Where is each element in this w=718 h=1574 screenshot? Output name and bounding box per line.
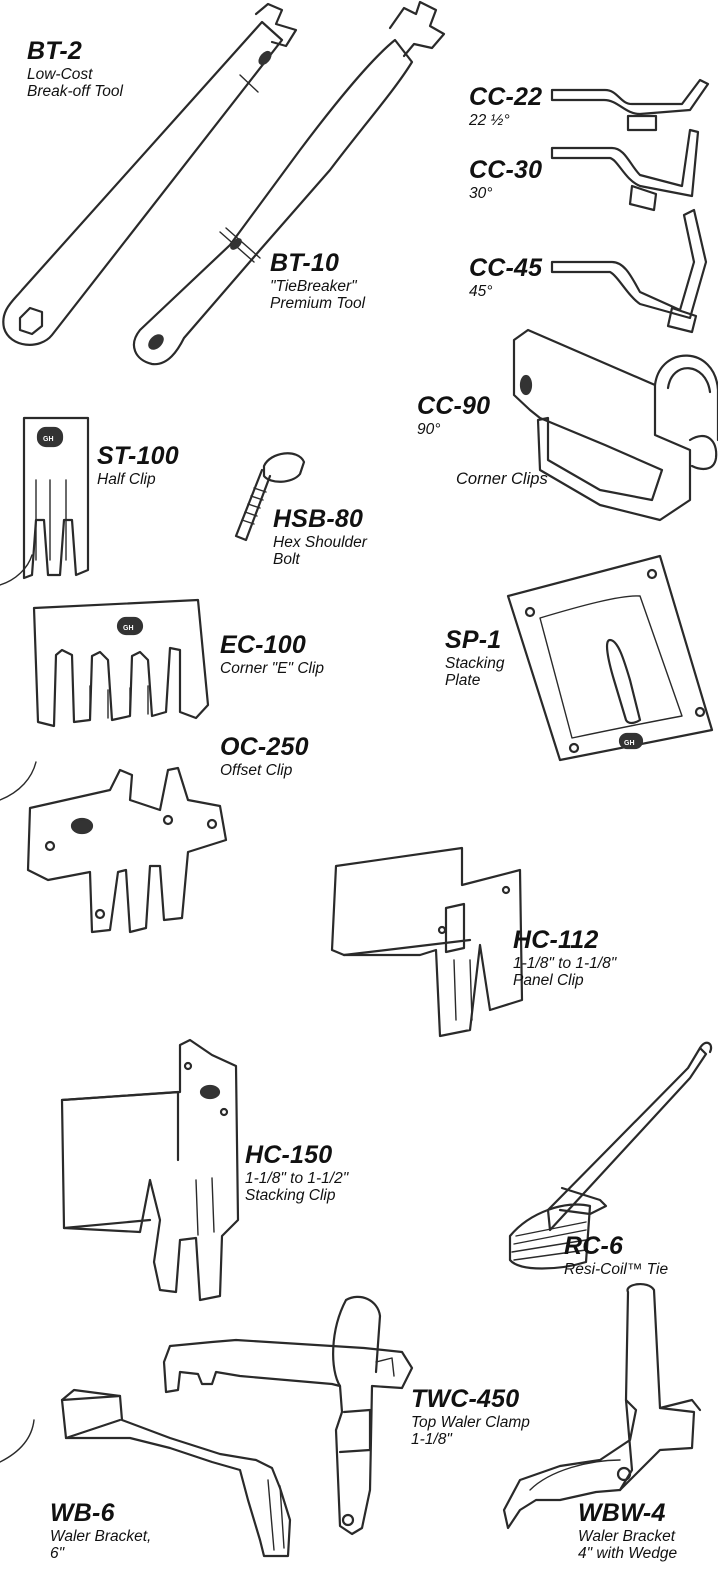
part-desc: 1-1/8" to 1-1/2" [245, 1169, 349, 1187]
part-st-100: ST-100 Half Clip [97, 442, 179, 488]
part-oc-250: OC-250 Offset Clip [220, 733, 309, 779]
binder-hole-marks [0, 554, 37, 1463]
part-cc-22: CC-22 22 ½° [469, 83, 543, 129]
part-code: HSB-80 [273, 505, 364, 533]
part-desc: Stacking Clip [245, 1186, 336, 1204]
part-desc: Resi-Coil™ Tie [564, 1260, 669, 1278]
part-bt-10: BT-10 "TieBreaker" Premium Tool [270, 249, 366, 312]
part-code: RC-6 [564, 1232, 624, 1260]
part-code: OC-250 [220, 733, 309, 761]
part-desc: Top Waler Clamp [411, 1413, 530, 1431]
hex-bolt-icon [234, 452, 306, 542]
part-code: WBW-4 [578, 1499, 666, 1527]
part-desc: 1-1/8" [411, 1430, 452, 1448]
part-code: CC-90 [417, 392, 491, 420]
part-desc: Break-off Tool [27, 82, 123, 100]
part-desc: 90° [417, 420, 441, 438]
part-desc: Offset Clip [220, 761, 293, 779]
part-cc-90: CC-90 90° [417, 392, 491, 438]
part-code: ST-100 [97, 442, 179, 470]
part-code: CC-22 [469, 83, 543, 111]
part-desc: 30° [469, 184, 493, 202]
stacking-plate-icon: GH [506, 554, 714, 762]
part-desc: Low-Cost [27, 65, 93, 83]
svg-text:GH: GH [123, 625, 134, 632]
part-rc-6: RC-6 Resi-Coil™ Tie [564, 1232, 669, 1278]
part-hc-112: HC-112 1-1/8" to 1-1/8" Panel Clip [513, 926, 617, 989]
part-code: CC-45 [469, 254, 543, 282]
part-hsb-80: HSB-80 Hex Shoulder Bolt [273, 505, 367, 568]
part-desc: Plate [445, 671, 481, 689]
corner-clip-icon [512, 328, 718, 522]
part-desc: Half Clip [97, 470, 156, 488]
part-sp-1: SP-1 Stacking Plate [445, 626, 505, 689]
part-cc-45: CC-45 45° [469, 254, 543, 300]
part-code: CC-30 [469, 156, 543, 184]
part-code: WB-6 [50, 1499, 115, 1527]
e-clip-icon: GH [32, 598, 210, 728]
tiebreaker-tool-icon [132, 0, 446, 366]
part-desc: Corner "E" Clip [220, 659, 325, 677]
part-desc: "TieBreaker" [270, 277, 357, 295]
svg-text:GH: GH [624, 740, 635, 747]
group-label: Corner Clips [456, 470, 548, 488]
waler-wedge-bracket-icon [502, 1283, 702, 1530]
part-desc: Panel Clip [513, 971, 584, 989]
part-code: HC-112 [513, 926, 599, 954]
part-code: HC-150 [245, 1141, 333, 1169]
part-desc: Stacking [445, 654, 505, 672]
part-code: BT-10 [270, 249, 340, 277]
half-clip-icon: GH [22, 416, 90, 580]
part-wb-6: WB-6 Waler Bracket, 6" [50, 1499, 152, 1562]
part-desc: 45° [469, 282, 493, 300]
part-desc: 4" with Wedge [578, 1544, 678, 1562]
part-twc-450: TWC-450 Top Waler Clamp 1-1/8" [411, 1385, 530, 1448]
corner-clip-icon [550, 78, 710, 334]
waler-bracket-icon [60, 1388, 292, 1558]
part-code: BT-2 [27, 37, 82, 65]
part-code: TWC-450 [411, 1385, 520, 1413]
part-desc: Waler Bracket, [50, 1527, 152, 1545]
corner-clips-group-label: Corner Clips [456, 470, 548, 488]
offset-clip-icon [26, 766, 228, 934]
part-desc: Waler Bracket [578, 1527, 676, 1545]
stacking-clip-icon [60, 1038, 240, 1302]
part-desc: 1-1/8" to 1-1/8" [513, 954, 617, 972]
part-desc: Premium Tool [270, 294, 366, 312]
break-off-tool-icon [2, 2, 298, 346]
resi-coil-tie-icon [508, 1041, 713, 1270]
part-wbw-4: WBW-4 Waler Bracket 4" with Wedge [578, 1499, 678, 1562]
part-code: EC-100 [220, 631, 306, 659]
part-desc: 22 ½° [469, 111, 510, 129]
waler-clamp-icon [162, 1295, 414, 1536]
part-bt-2: BT-2 Low-Cost Break-off Tool [27, 37, 123, 100]
part-desc: Hex Shoulder [273, 533, 367, 551]
part-hc-150: HC-150 1-1/8" to 1-1/2" Stacking Clip [245, 1141, 349, 1204]
part-desc: Bolt [273, 550, 300, 568]
part-cc-30: CC-30 30° [469, 156, 543, 202]
part-ec-100: EC-100 Corner "E" Clip [220, 631, 325, 677]
panel-clip-icon [330, 846, 524, 1038]
svg-text:GH: GH [43, 436, 54, 443]
part-desc: 6" [50, 1544, 65, 1562]
part-code: SP-1 [445, 626, 502, 654]
